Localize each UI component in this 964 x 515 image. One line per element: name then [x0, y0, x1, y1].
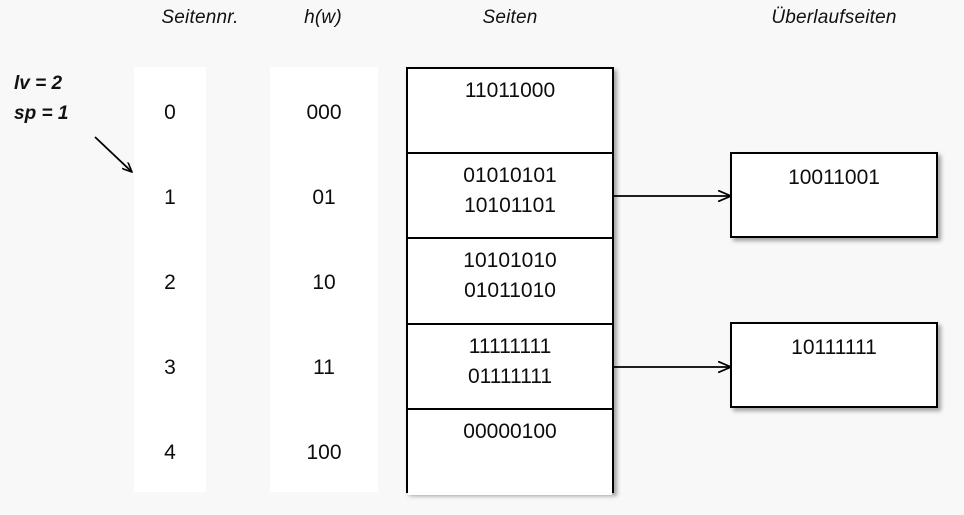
page-entry: 01011010 — [464, 279, 556, 303]
overflow-entry: 10111111 — [791, 336, 877, 359]
page-entry: 11011000 — [464, 79, 556, 102]
page-row: 01010101 10101101 — [408, 154, 612, 240]
page-row: 11111111 01111111 — [408, 324, 612, 410]
parameter-lv: lv = 2 — [14, 73, 63, 94]
hash-value-cell: 11 — [313, 356, 335, 379]
header-seiten: Seiten — [482, 7, 538, 28]
hash-value-cell: 000 — [306, 101, 342, 124]
page-entry: 10101010 — [463, 249, 557, 273]
seitennr-cell: 0 — [164, 101, 176, 124]
column-hash-values: 000 01 10 11 100 — [270, 67, 378, 492]
seitennr-cell: 1 — [164, 186, 176, 209]
hash-value-cell: 10 — [312, 271, 336, 294]
page-row: 00000100 — [408, 409, 612, 495]
overflow-connector-arrow-icon — [613, 184, 736, 208]
overflow-entry: 10011001 — [788, 166, 880, 189]
page-row: 11011000 — [408, 69, 612, 155]
column-seitennr: 0 1 2 3 4 — [134, 67, 206, 492]
overflow-page-box: 10111111 — [730, 322, 938, 408]
page-entry: 10101101 — [464, 194, 556, 218]
hash-value-cell: 01 — [312, 186, 336, 209]
header-ueberlaufseiten: Überlaufseiten — [771, 7, 897, 28]
seitennr-cell: 4 — [164, 441, 176, 464]
page-row: 10101010 01011010 — [408, 239, 612, 325]
overflow-connector-arrow-icon — [613, 355, 736, 379]
pages-table: 11011000 01010101 10101101 10101010 0101… — [406, 67, 614, 495]
overflow-page-box: 10011001 — [730, 152, 938, 238]
seitennr-cell: 3 — [164, 356, 176, 379]
parameter-sp: sp = 1 — [14, 103, 69, 124]
hash-value-cell: 100 — [306, 441, 342, 464]
seitennr-cell: 2 — [164, 271, 176, 294]
header-seitennr: Seitennr. — [161, 7, 239, 28]
page-entry: 11111111 — [468, 334, 552, 358]
page-entry: 01111111 — [467, 364, 553, 388]
page-entry: 00000100 — [463, 419, 557, 443]
split-pointer-arrow-icon — [94, 136, 142, 182]
header-hash-function: h(w) — [304, 7, 342, 28]
page-entry: 01010101 — [463, 164, 557, 188]
